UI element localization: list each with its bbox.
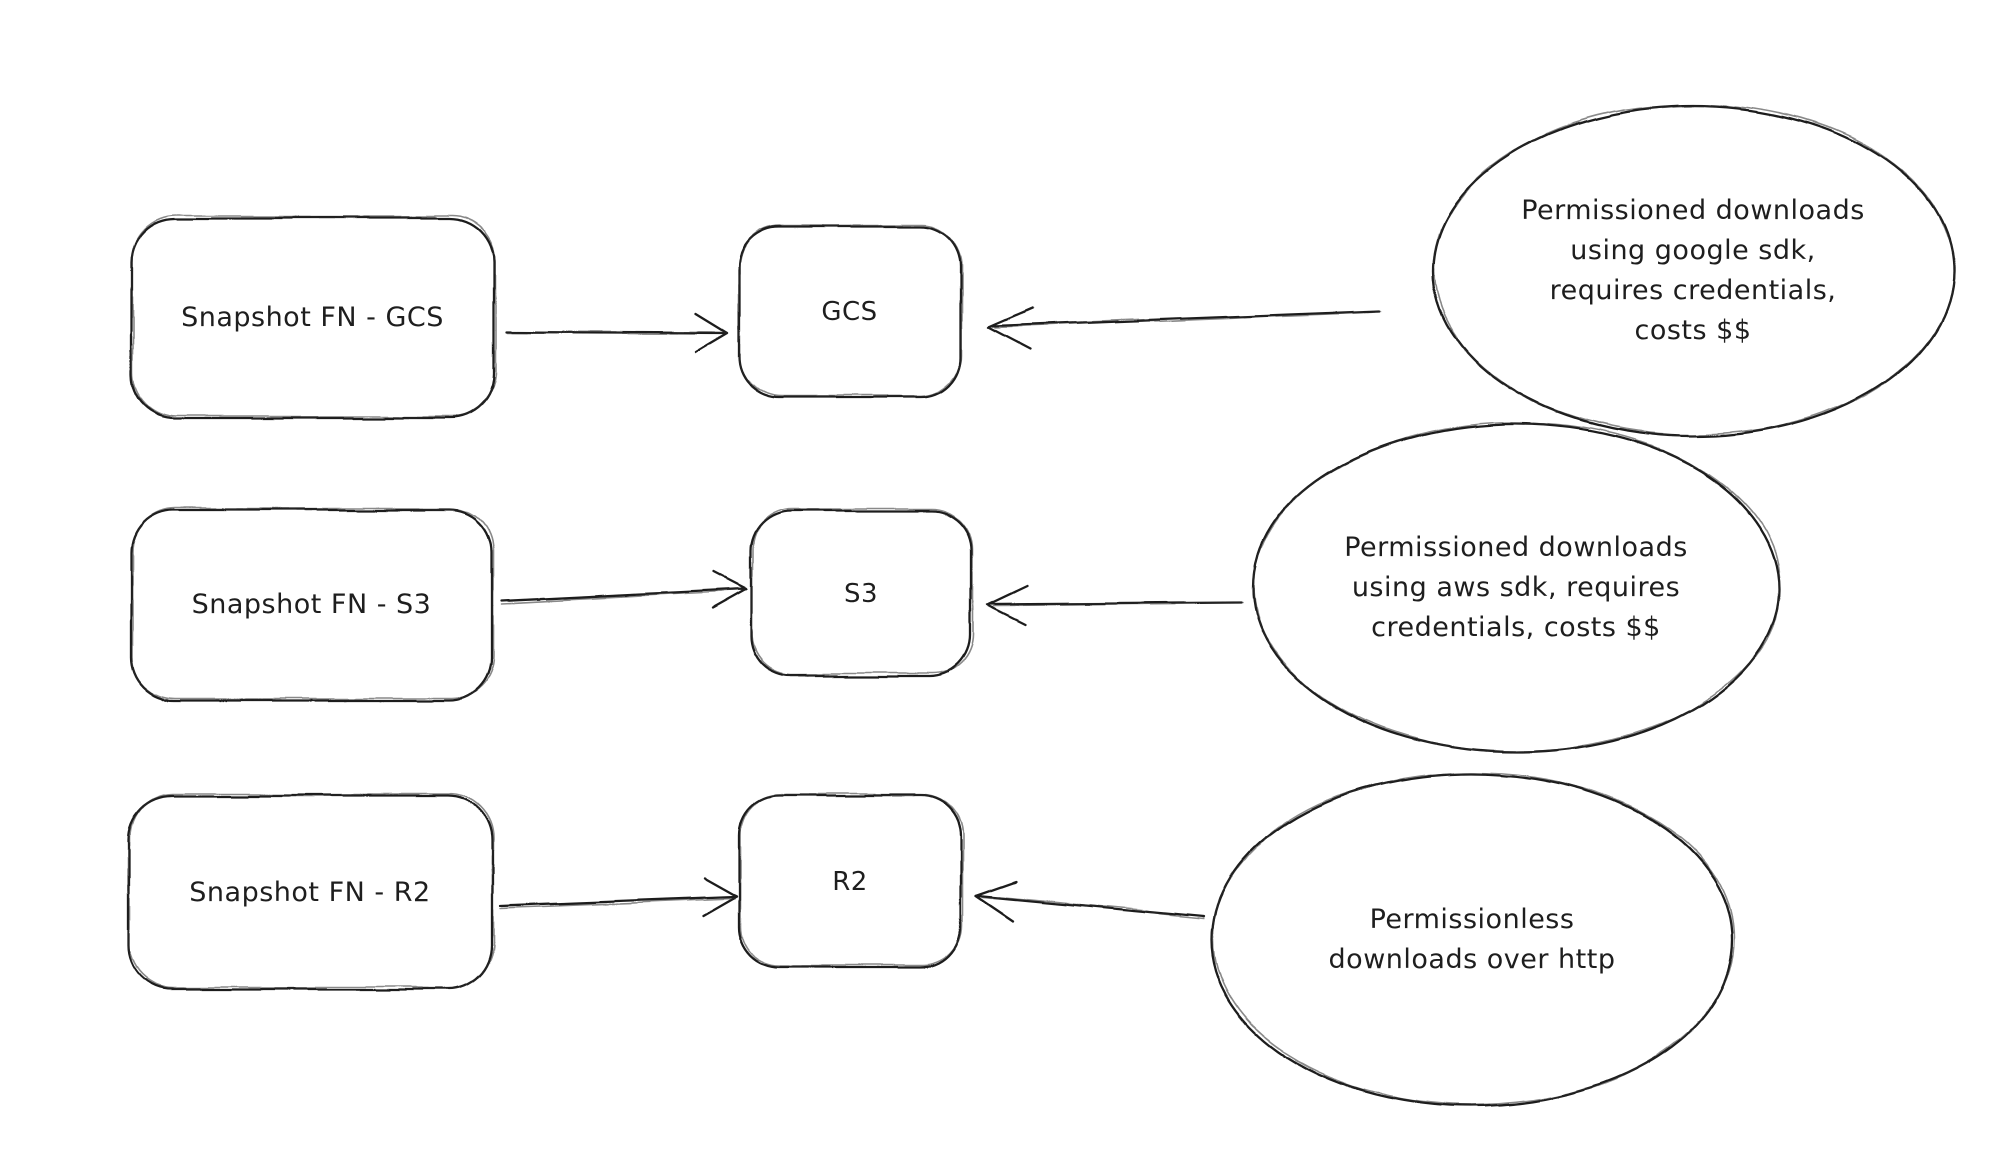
source-node-gcs [129, 216, 496, 420]
source-node-r2 [126, 794, 494, 991]
store-node-s3 [749, 509, 973, 678]
note-ellipse-gcs [1431, 104, 1955, 438]
arrow-source-to-store-r2 [498, 877, 738, 918]
sketch-overdraw-layer [128, 103, 1956, 1106]
source-node-s3 [129, 508, 494, 702]
arrow-note-to-store-r2 [974, 880, 1205, 923]
note-ellipse-r2 [1209, 772, 1735, 1108]
store-node-gcs [737, 225, 962, 399]
arrow-source-to-store-s3 [499, 570, 748, 610]
note-ellipse-s3 [1251, 422, 1781, 754]
store-node-r2 [737, 794, 963, 969]
